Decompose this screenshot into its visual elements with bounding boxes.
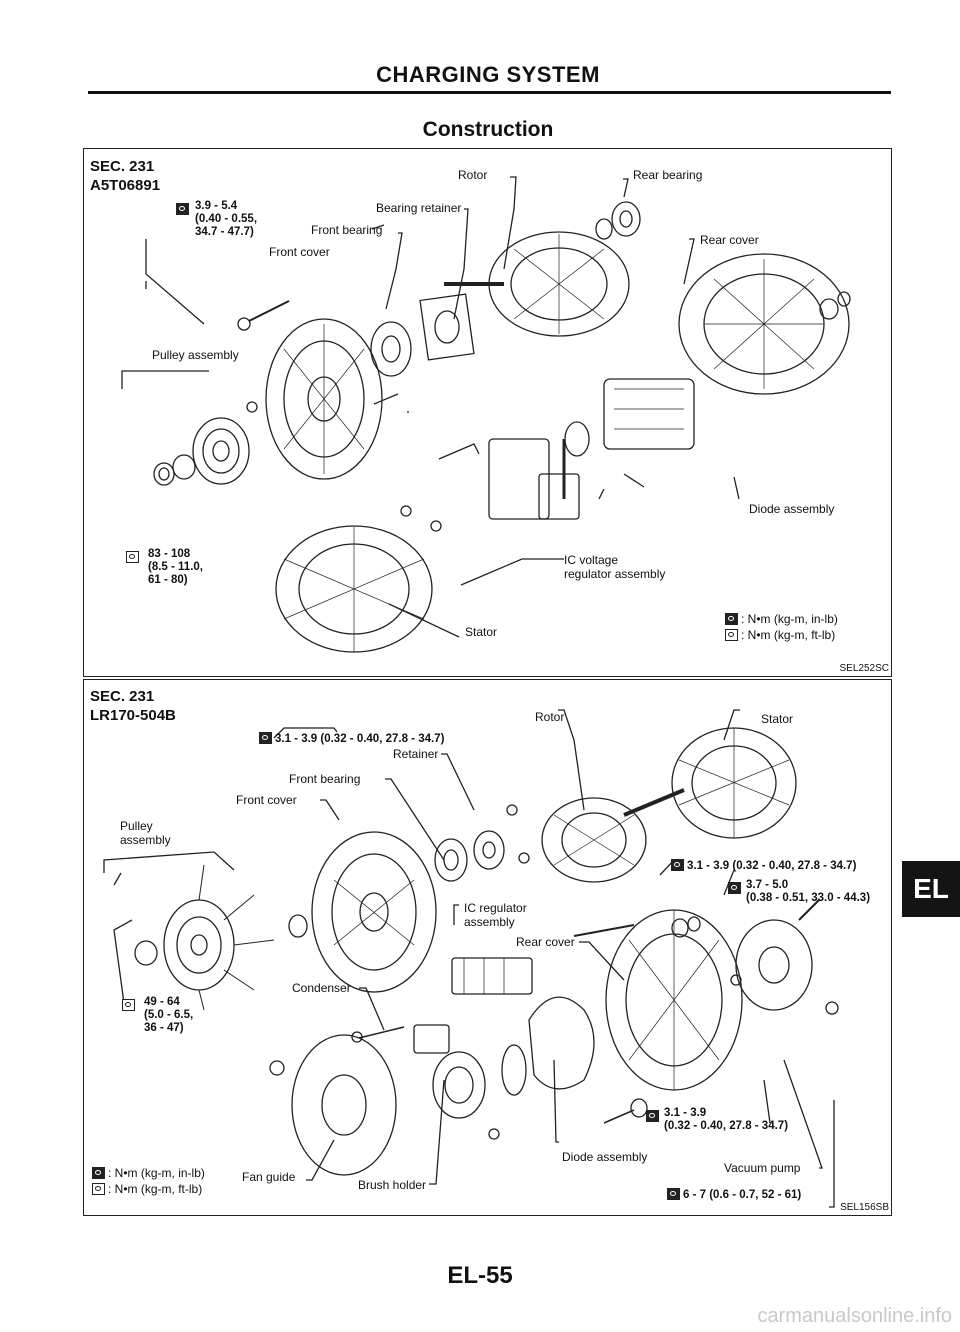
label-stator: Stator [465, 625, 498, 639]
page-number: EL-55 [447, 1262, 513, 1289]
legend-inlb: : N•m (kg-m, in-lb) [725, 611, 838, 627]
label-rear-cover: Rear cover [516, 935, 575, 949]
legend-ftlb-text: : N•m (kg-m, ft-lb) [108, 1182, 203, 1196]
header-rule [88, 91, 891, 94]
legend-inlb-text: : N•m (kg-m, in-lb) [741, 612, 838, 626]
label-ic-regulator: IC regulator [464, 901, 527, 915]
page-header-title: CHARGING SYSTEM [376, 62, 600, 87]
torque-vac-value: 3.7 - 5.0 (0.38 - 0.51, 33.0 - 44.3) [746, 879, 871, 904]
label-stator: Stator [761, 712, 794, 726]
torque-spec-bolt: 3.9 - 5.4 (0.40 - 0.55, 34.7 - 47.7) [176, 200, 257, 238]
watermark: carmanualsonline.info [757, 1305, 952, 1327]
torque-spec-pump: 6 - 7 (0.6 - 0.7, 52 - 61) [667, 1185, 801, 1203]
torque-spec-top: 3.1 - 3.9 (0.32 - 0.40, 27.8 - 34.7) [259, 729, 444, 747]
label-regulator-assembly: regulator assembly [564, 567, 666, 581]
torque-ftlb-icon [725, 629, 738, 641]
torque-inlb-icon [646, 1110, 659, 1122]
torque-top-value: 3.1 - 3.9 (0.32 - 0.40, 27.8 - 34.7) [275, 733, 445, 745]
torque-bolt-value: 3.9 - 5.4 (0.40 - 0.55, 34.7 - 47.7) [195, 200, 258, 238]
torque-spec-nut: 83 - 108 (8.5 - 11.0, 61 - 80) [126, 548, 203, 586]
legend-ftlb: : N•m (kg-m, ft-lb) [92, 1181, 202, 1197]
label-front-bearing: Front bearing [289, 772, 361, 786]
sec-number: SEC. 231 A5T06891 [90, 157, 160, 195]
torque-ftlb-icon [92, 1183, 105, 1195]
exploded-alternator-diagram-top [121, 176, 851, 653]
exploded-alternator-diagram-bottom [103, 709, 839, 1208]
label-front-bearing: Front bearing [311, 223, 383, 237]
torque-inlb-icon [176, 203, 189, 215]
label-rotor: Rotor [458, 168, 488, 182]
figure-reference: SEL156SB [840, 1202, 889, 1213]
label-pulley: Pulley [120, 819, 153, 833]
label-fan-guide: Fan guide [242, 1170, 296, 1184]
label-rear-cover: Rear cover [700, 233, 759, 247]
sec-label: SEC. 231 [90, 158, 155, 175]
label-retainer: Retainer [393, 747, 439, 761]
torque-inlb-icon [671, 859, 684, 871]
diagram-panel-a5t06891: SEC. 231 A5T06891 [83, 148, 892, 677]
torque-pulley-value: 49 - 64 (5.0 - 6.5, 36 - 47) [144, 996, 194, 1034]
sec-number: SEC. 231 LR170-504B [90, 687, 176, 725]
torque-inlb-icon [259, 732, 272, 744]
torque-inlb-icon [725, 613, 738, 625]
label-front-cover: Front cover [236, 793, 297, 807]
torque-lower-value: 3.1 - 3.9 (0.32 - 0.40, 27.8 - 34.7) [664, 1107, 789, 1132]
torque-nut-value: 83 - 108 (8.5 - 11.0, 61 - 80) [148, 548, 203, 586]
torque-inlb-icon [92, 1167, 105, 1179]
legend-inlb: : N•m (kg-m, in-lb) [92, 1165, 205, 1181]
legend-ftlb-text: : N•m (kg-m, ft-lb) [741, 628, 836, 642]
sec-label: SEC. 231 [90, 688, 155, 705]
model-number: LR170-504B [90, 707, 176, 724]
label-bearing-retainer: Bearing retainer [376, 201, 462, 215]
label-condenser: Condenser [292, 981, 351, 995]
section-title: Construction [422, 118, 554, 141]
torque-spec-lower: 3.1 - 3.9 (0.32 - 0.40, 27.8 - 34.7) [646, 1107, 788, 1132]
label-diode-assembly: Diode assembly [562, 1150, 648, 1164]
label-pulley-assembly: Pulley assembly [152, 348, 239, 362]
torque-ftlb-icon [126, 551, 139, 563]
label-diode-assembly: Diode assembly [749, 502, 835, 516]
torque-pump-value: 6 - 7 (0.6 - 0.7, 52 - 61) [683, 1189, 802, 1201]
label-ic-regulator-assembly: assembly [464, 915, 515, 929]
torque-spec-pulley: 49 - 64 (5.0 - 6.5, 36 - 47) [122, 996, 193, 1034]
label-rotor: Rotor [535, 710, 565, 724]
diagram-panel-lr170-504b: SEC. 231 LR170-504B [83, 679, 892, 1216]
figure-reference: SEL252SC [839, 663, 889, 674]
legend-ftlb: : N•m (kg-m, ft-lb) [725, 627, 835, 643]
torque-mid-value: 3.1 - 3.9 (0.32 - 0.40, 27.8 - 34.7) [687, 860, 857, 872]
section-tab-el: EL [902, 861, 960, 917]
label-front-cover: Front cover [269, 245, 330, 259]
torque-inlb-icon [667, 1188, 680, 1200]
label-brush-holder: Brush holder [358, 1178, 427, 1192]
torque-spec-vacuum: 3.7 - 5.0 (0.38 - 0.51, 33.0 - 44.3) [728, 879, 870, 904]
label-vacuum-pump: Vacuum pump [724, 1161, 801, 1175]
label-pulley-assembly: assembly [120, 833, 171, 847]
torque-ftlb-icon [122, 999, 135, 1011]
label-ic-voltage: IC voltage [564, 553, 619, 567]
label-rear-bearing: Rear bearing [633, 168, 703, 182]
torque-spec-mid: 3.1 - 3.9 (0.32 - 0.40, 27.8 - 34.7) [671, 856, 856, 874]
legend-inlb-text: : N•m (kg-m, in-lb) [108, 1166, 205, 1180]
model-number: A5T06891 [90, 177, 161, 194]
torque-inlb-icon [728, 882, 741, 894]
